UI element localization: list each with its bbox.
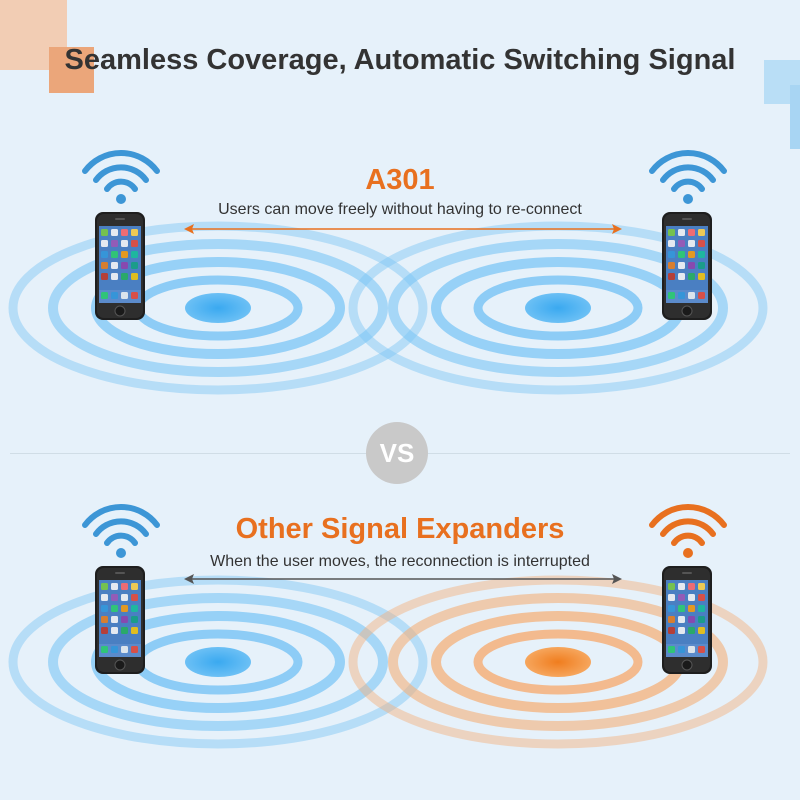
phone-icon [94, 565, 146, 675]
bottom-left-signal-rings [8, 575, 428, 749]
bottom-right-signal-rings [348, 575, 768, 749]
phone-icon [94, 211, 146, 321]
top-left-signal-rings [8, 221, 428, 395]
vs-badge: VS [366, 422, 428, 484]
decor-square-top-right-2 [790, 85, 800, 149]
phone-icon [661, 211, 713, 321]
top-right-signal-rings [348, 221, 768, 395]
bottom-movement-arrow [184, 574, 622, 584]
page-title: Seamless Coverage, Automatic Switching S… [64, 44, 736, 76]
top-heading: A301 [365, 164, 435, 196]
bottom-heading: Other Signal Expanders [235, 513, 565, 545]
bottom-subtext: When the user moves, the reconnection is… [210, 553, 590, 570]
decor-square-top-left-2 [49, 47, 94, 93]
top-subtext: Users can move freely without having to … [218, 201, 582, 218]
top-movement-arrow [184, 224, 622, 234]
phone-icon [661, 565, 713, 675]
